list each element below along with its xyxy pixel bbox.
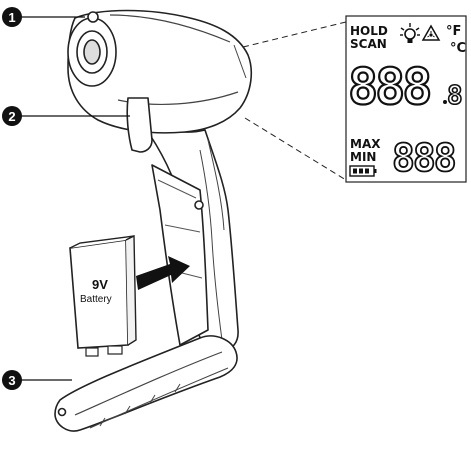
laser-aperture [87, 11, 99, 23]
bulb-icon [400, 23, 420, 43]
callout-2: 2 [2, 106, 130, 126]
lcd-scan-label: SCAN [350, 37, 387, 51]
lcd-decimal-point [443, 100, 447, 104]
lcd-unit-fahrenheit: °F [446, 24, 461, 39]
thermometer-body [67, 9, 253, 351]
insert-battery-arrow [136, 256, 190, 290]
callout-1: 1 [2, 7, 85, 27]
callout-2-number: 2 [8, 109, 15, 124]
trigger-button [126, 97, 153, 153]
lcd-max-label: MAX [350, 137, 381, 151]
battery-cover [54, 335, 238, 432]
battery-level-icon [349, 165, 377, 177]
callout-1-number: 1 [8, 10, 15, 25]
lcd-hold-label: HOLD [350, 24, 388, 38]
lcd-small-digits: 888 [392, 136, 455, 180]
laser-warning-icon [421, 24, 441, 41]
battery-compartment [151, 164, 209, 346]
lcd-unit-celsius: °C [450, 41, 466, 56]
lcd-main-decimal-digit: 8 [447, 81, 463, 111]
battery-voltage-label: 9V [92, 277, 108, 292]
lcd-main-digits: 888 [348, 58, 429, 116]
battery-9v: 9V Battery [69, 234, 137, 357]
lcd-min-label: MIN [350, 150, 376, 164]
compartment-screw [194, 200, 204, 210]
cover-hinge-screw [57, 407, 67, 417]
callout-3: 3 [2, 370, 72, 390]
battery-name-label: Battery [80, 294, 112, 305]
callout-3-number: 3 [8, 373, 15, 388]
lcd-zoom-leaders [242, 21, 347, 181]
lcd-display-inset: HOLD SCAN °F °C 888 8 MAX MIN [345, 15, 467, 183]
